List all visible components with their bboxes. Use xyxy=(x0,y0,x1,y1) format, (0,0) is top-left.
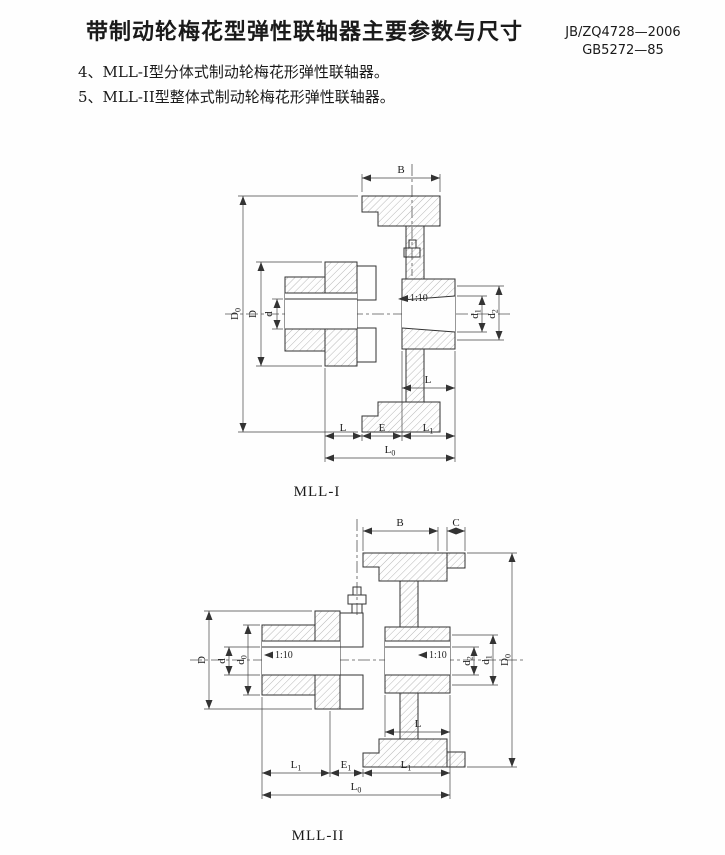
coupling-section-2 xyxy=(190,519,525,768)
taper-arrow-left-icon xyxy=(264,651,273,659)
wheel-web-top xyxy=(405,225,425,280)
dim-l1-right-label: L1 xyxy=(401,759,412,773)
taper-right-label: 1:10 xyxy=(429,650,447,661)
dim-b-label: B xyxy=(397,164,404,176)
dim-l-label: L xyxy=(415,718,422,730)
page-title: 带制动轮梅花型弹性联轴器主要参数与尺寸 xyxy=(86,20,524,45)
taper-left-label: 1:10 xyxy=(275,650,293,661)
dim-d2-label: d2 xyxy=(461,656,475,666)
taper-label: 1:10 xyxy=(410,293,428,304)
dim-d0-label: D0 xyxy=(229,308,243,320)
dimensions-1: B D0 D d 1:10 d1 d2 xyxy=(229,164,504,462)
right-taper-bore xyxy=(402,296,455,332)
elastomer-claw-bottom xyxy=(339,674,364,710)
dim-l0-label: L0 xyxy=(351,781,362,795)
standard-references: JB/ZQ4728—2006 GB5272—85 xyxy=(556,24,690,60)
dim-d0-hub-label: d0 xyxy=(235,655,249,665)
left-bore xyxy=(285,293,357,329)
standard-gb: GB5272—85 xyxy=(582,43,664,58)
dim-d2-label: d2 xyxy=(486,309,500,319)
taper-arrow-icon xyxy=(398,295,408,302)
bolt-nut xyxy=(408,239,417,249)
brake-wheel-top-rim xyxy=(362,552,448,582)
dim-l0-label: L0 xyxy=(385,444,396,458)
dim-d-flange-label: D xyxy=(196,656,208,664)
wheel-lip-top xyxy=(446,552,466,569)
coupling-section-1 xyxy=(225,164,510,433)
dim-e-label: E xyxy=(379,422,386,434)
mll-i-diagram: B D0 D d 1:10 d1 d2 xyxy=(225,164,510,462)
dim-l-hub-label: L xyxy=(425,374,432,386)
brake-wheel-top-rim xyxy=(361,195,441,227)
diagram-caption-mll-1: MLL-I xyxy=(293,484,341,500)
dim-d1-label: d1 xyxy=(469,309,483,319)
left-bore xyxy=(262,641,340,675)
dim-bore-label: d xyxy=(216,658,228,664)
standard-jb: JB/ZQ4728—2006 xyxy=(565,25,681,40)
dim-l1-label: L1 xyxy=(423,422,434,436)
wheel-lip-bottom xyxy=(446,751,466,768)
note-item-5: 5、MLL-II型整体式制动轮梅花形弹性联轴器。 xyxy=(78,88,395,106)
diagram-caption-mll-2: MLL-II xyxy=(291,828,345,844)
elastomer-claw-top xyxy=(339,612,364,648)
dimensions-2: B C D d d0 1:10 1:10 d2 xyxy=(196,517,517,799)
notes-list: 4、MLL-I型分体式制动轮梅花形弹性联轴器。 5、MLL-II型整体式制动轮梅… xyxy=(78,60,395,110)
dim-e1-label: E1 xyxy=(341,759,352,773)
mll-ii-diagram: B C D d d0 1:10 1:10 d2 xyxy=(190,517,525,799)
dim-bore-label: d xyxy=(263,311,275,317)
dim-l-label: L xyxy=(340,422,347,434)
dim-c-label: C xyxy=(452,517,459,529)
dim-d1-label: d1 xyxy=(480,655,494,665)
wheel-web-top xyxy=(399,580,419,628)
dim-d0-wheel-label: D0 xyxy=(499,654,513,666)
note-item-4: 4、MLL-I型分体式制动轮梅花形弹性联轴器。 xyxy=(78,63,389,81)
dim-b-label: B xyxy=(396,517,403,529)
wheel-web-bottom xyxy=(405,348,425,403)
stud-nut xyxy=(352,586,362,596)
dim-l1-left-label: L1 xyxy=(291,759,302,773)
brake-wheel-bottom-rim xyxy=(361,401,441,433)
dim-d-flange-label: D xyxy=(247,310,259,318)
taper-arrow-right-icon xyxy=(418,651,427,659)
elastomer-claw-bottom xyxy=(356,327,377,363)
elastomer-claw-top xyxy=(356,265,377,301)
